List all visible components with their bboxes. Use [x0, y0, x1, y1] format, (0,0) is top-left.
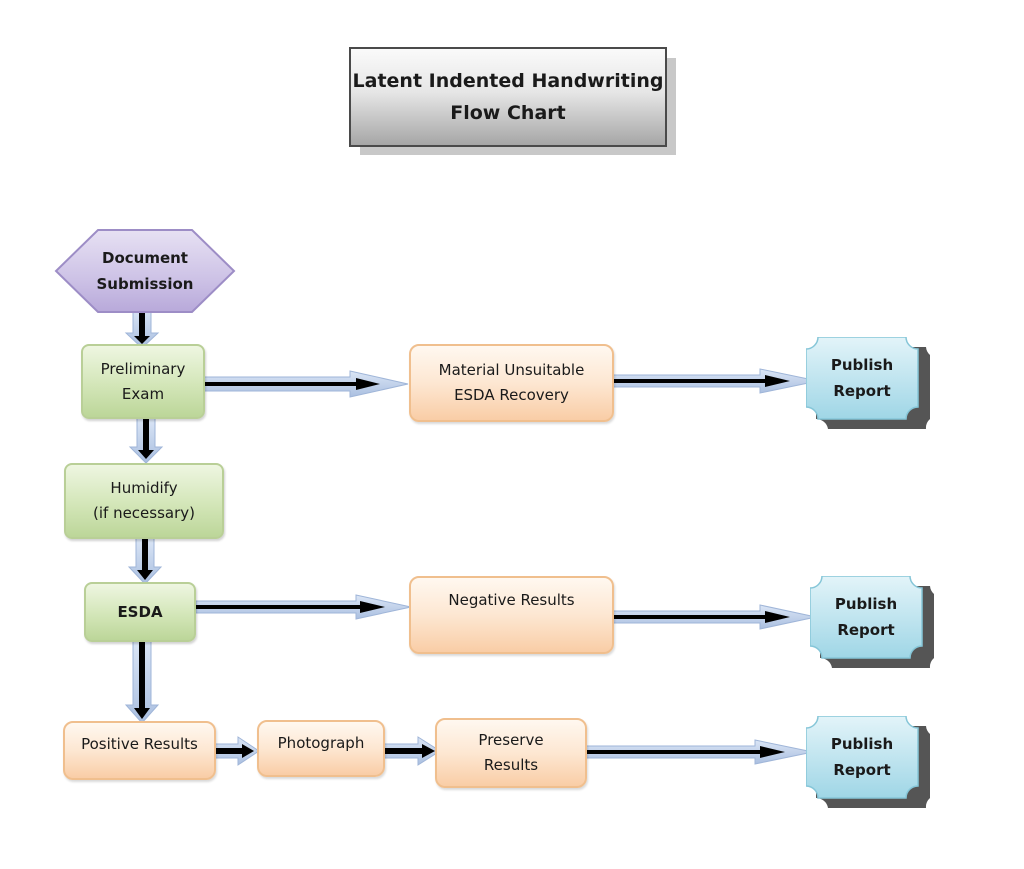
negative-results-label: Negative Results [448, 591, 575, 609]
arrow-exam-to-unsuitable [203, 370, 409, 398]
negative-results-node: Negative Results [409, 576, 614, 654]
arrow-preserve-to-report [585, 739, 814, 765]
arrow-positive-to-photograph [213, 736, 260, 766]
preliminary-exam-line-1: Preliminary [100, 359, 186, 378]
humidify-node: Humidify (if necessary) [64, 463, 224, 539]
publish-report-3-line-1: Publish [830, 735, 894, 753]
humidify-line-2: (if necessary) [93, 504, 195, 522]
positive-results-label: Positive Results [81, 735, 198, 753]
preserve-results-line-1: Preserve [478, 731, 544, 749]
plaque-shape [806, 337, 930, 429]
publish-report-node-1: Publish Report [806, 337, 930, 429]
arrow-unsuitable-to-report [610, 368, 819, 394]
plaque-shape [806, 716, 930, 808]
hexagon-shape [54, 229, 236, 313]
arrow-submission-to-exam [124, 307, 160, 349]
publish-report-3-line-2: Report [833, 761, 891, 779]
publish-report-node-3: Publish Report [806, 716, 930, 808]
esda-label: ESDA [117, 602, 163, 621]
preliminary-exam-line-2: Exam [121, 384, 165, 403]
material-unsuitable-line-1: Material Unsuitable [438, 361, 585, 379]
preliminary-exam-node: Preliminary Exam [81, 344, 205, 419]
photograph-node: Photograph [257, 720, 385, 777]
publish-report-1-line-1: Publish [830, 356, 894, 374]
arrow-exam-to-humidify [128, 417, 164, 464]
arrow-esda-to-positive [124, 639, 160, 724]
document-submission-line-2: Submission [96, 275, 194, 293]
photograph-label: Photograph [277, 734, 365, 752]
document-submission-node: Document Submission [54, 228, 236, 314]
flowchart-title: Latent Indented Handwriting Flow Chart [349, 47, 667, 147]
esda-node: ESDA [84, 582, 196, 642]
arrow-negative-to-report [610, 604, 817, 630]
material-unsuitable-node: Material Unsuitable ESDA Recovery [409, 344, 614, 422]
title-line-1: Latent Indented Handwriting [352, 70, 664, 92]
arrow-photograph-to-preserve [383, 736, 441, 766]
publish-report-2-line-1: Publish [834, 595, 898, 613]
arrow-humidify-to-esda [127, 537, 163, 585]
title-line-2: Flow Chart [450, 102, 566, 124]
publish-report-2-line-2: Report [837, 621, 895, 639]
arrow-esda-to-negative [195, 594, 412, 620]
humidify-line-1: Humidify [110, 479, 178, 497]
plaque-shape [810, 576, 934, 668]
positive-results-node: Positive Results [63, 721, 216, 780]
preserve-results-node: Preserve Results [435, 718, 587, 788]
preserve-results-line-2: Results [483, 756, 539, 774]
document-submission-line-1: Document [102, 249, 188, 267]
material-unsuitable-line-2: ESDA Recovery [454, 386, 569, 404]
publish-report-1-line-2: Report [833, 382, 891, 400]
publish-report-node-2: Publish Report [810, 576, 934, 668]
